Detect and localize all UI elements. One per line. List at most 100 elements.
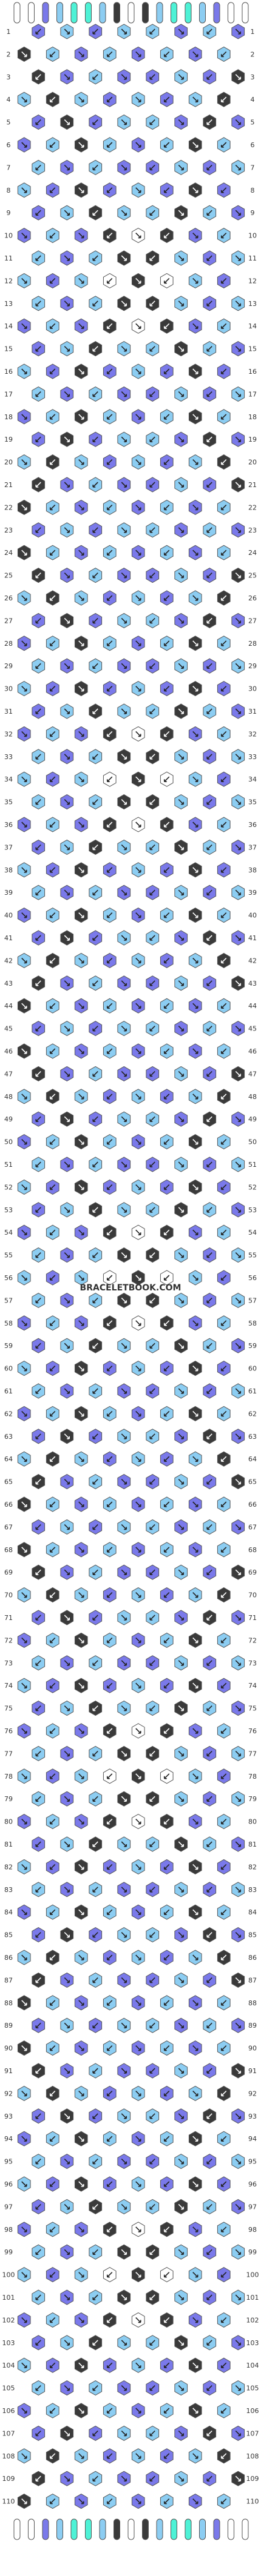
knot [203,69,217,85]
row-label: 75 [248,1705,257,1713]
row-label: 93 [248,2113,257,2120]
knot [117,568,131,583]
row-labels-left: 1234567891011121314151617181920212223242… [2,28,15,2506]
row-label: 85 [4,1931,13,1939]
row-label: 83 [4,1886,13,1894]
knot [32,69,46,85]
knot [89,2017,103,2033]
knot [131,952,145,968]
knot [146,1383,160,1399]
knot [231,1338,245,1353]
knot [217,2131,231,2146]
knot [32,2380,46,2396]
knot [174,1610,188,1625]
knot [89,1202,103,1218]
knot [231,749,245,765]
knot [203,2017,217,2033]
knot [60,1474,74,1490]
knot [131,1361,145,1376]
knot [60,24,74,39]
knot [188,363,202,379]
knot [103,2448,117,2464]
knot [32,431,46,447]
knot [146,2289,160,2305]
knot [32,1247,46,1263]
knot [32,341,46,357]
row-label: 66 [248,1501,257,1509]
knot [160,1904,174,1920]
row-label: 45 [248,1025,257,1033]
row-label: 101 [246,2294,259,2302]
knot [231,703,245,719]
row-label: 57 [248,1296,257,1304]
row-label: 100 [246,2271,259,2279]
knot [60,1927,74,1943]
knot [103,726,117,742]
knot [17,2040,31,2056]
row-label: 15 [4,345,13,353]
knot [103,2176,117,2192]
string-top [185,2,192,24]
row-label: 43 [4,980,13,988]
knot [103,1224,117,1240]
row-label: 60 [248,1365,257,1373]
row-label: 91 [4,2067,13,2075]
knot [46,1814,59,1830]
knot [74,1134,88,1150]
row-label: 110 [2,2498,15,2506]
knot [217,91,231,107]
knot [217,46,231,62]
knot [103,46,117,62]
row-label: 99 [4,2248,13,2256]
knot [188,636,202,651]
knot [131,363,145,379]
knot [188,998,202,1014]
knot [46,409,59,425]
knot [131,817,145,832]
string-bottom [228,2518,234,2540]
knot [32,1338,46,1353]
knot [203,2063,217,2079]
knot [46,1587,59,1603]
row-label: 89 [4,2022,13,2030]
row-label: 68 [4,1546,13,1554]
knot [203,205,217,221]
knot [89,2380,103,2396]
knot [203,1610,217,1625]
knot [203,794,217,810]
row-label: 57 [4,1296,13,1304]
knot [203,1111,217,1127]
knot [131,1587,145,1603]
knot [17,862,31,878]
knot [217,1451,231,1467]
knot [46,137,59,153]
knot [146,1655,160,1671]
row-label: 62 [4,1410,13,1418]
knot [131,46,145,62]
knot [131,590,145,606]
row-label: 69 [4,1569,13,1576]
row-label: 95 [248,2158,257,2166]
string-top [99,2,106,24]
knot [131,2403,145,2418]
knot [117,975,131,991]
knot [203,930,217,946]
knot [188,2403,202,2418]
row-label: 40 [4,912,13,920]
knot [60,1655,74,1671]
row-label: 11 [248,254,257,262]
knot [117,341,131,357]
knot [46,2312,59,2328]
knot [46,1134,59,1150]
knot [146,2335,160,2351]
knot [117,1836,131,1852]
row-label: 42 [248,957,257,964]
knot [160,2131,174,2146]
string-top [114,2,120,24]
knot [74,545,88,560]
knot [60,1791,74,1807]
knot [131,228,145,244]
knot [46,2176,59,2192]
knot [188,2357,202,2373]
knot [174,24,188,39]
